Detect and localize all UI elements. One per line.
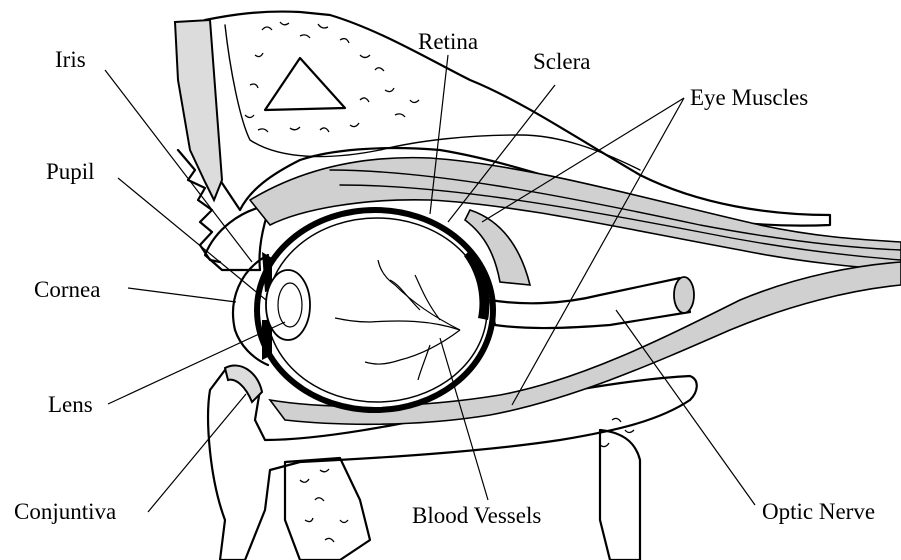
- label-cornea: Cornea: [34, 278, 100, 301]
- optic-nerve-leader: [616, 310, 755, 505]
- iris-leader: [105, 70, 252, 262]
- blood-vessels-leader: [440, 338, 488, 500]
- retina-leader: [430, 55, 448, 214]
- cornea-leader: [128, 288, 236, 302]
- label-blood-vessels: Blood Vessels: [412, 504, 541, 527]
- label-optic-nerve: Optic Nerve: [762, 500, 875, 523]
- label-eye-muscles: Eye Muscles: [690, 86, 808, 109]
- eye-muscles-leader-1: [482, 98, 684, 222]
- label-conjuntiva: Conjuntiva: [14, 500, 116, 523]
- lens-leader: [108, 322, 285, 404]
- sclera-leader: [448, 85, 555, 222]
- conjuntiva-leader: [148, 394, 246, 512]
- eye-muscles-leader-2: [512, 98, 684, 405]
- label-pupil: Pupil: [46, 160, 95, 183]
- label-lens: Lens: [48, 393, 93, 416]
- label-retina: Retina: [418, 30, 478, 53]
- label-iris: Iris: [55, 48, 86, 71]
- pupil-leader: [118, 178, 266, 300]
- label-sclera: Sclera: [533, 50, 590, 73]
